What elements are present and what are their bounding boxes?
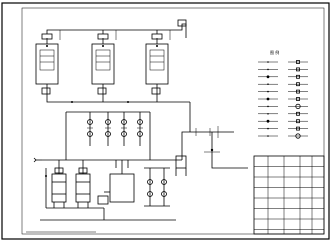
vessel-3 (145, 33, 169, 96)
legend-symbol (267, 135, 269, 137)
legend-row (258, 74, 308, 79)
valve-stack-4 (137, 112, 143, 146)
legend-symbol (267, 105, 269, 108)
pump-valve-2 (161, 168, 167, 206)
drawing-frame-inner (21, 7, 325, 235)
legend-symbol (267, 90, 269, 93)
legend-row (258, 82, 308, 87)
legend-row (258, 89, 308, 94)
legend-symbol (296, 119, 300, 124)
legend-row (258, 67, 308, 72)
vessel-2 (91, 33, 115, 96)
filter-unit-2 (75, 160, 91, 208)
legend: 图 例 (258, 49, 308, 139)
legend-row (258, 103, 308, 110)
drawing-frame-outer (1, 2, 330, 240)
legend-row (258, 119, 308, 124)
pump-valve-1 (147, 168, 153, 206)
middle-manifold (42, 102, 248, 176)
small-tank (175, 155, 187, 169)
vessel-group-top (35, 19, 190, 103)
valve-stack-1 (87, 112, 93, 146)
legend-symbol (266, 119, 270, 123)
collection-box (109, 173, 135, 203)
legend-heading: 图 例 (270, 49, 279, 55)
legend-row (258, 133, 308, 139)
bottom-equipment (33, 157, 176, 221)
filter-unit-1 (51, 160, 67, 208)
legend-symbol (296, 82, 300, 87)
right-branch-pipe (181, 131, 234, 160)
legend-symbol (296, 111, 300, 116)
legend-symbol (267, 113, 269, 115)
legend-symbol (295, 103, 301, 110)
valve-stack-2 (105, 112, 111, 146)
legend-symbol (296, 97, 300, 101)
legend-symbol (266, 75, 270, 79)
top-header-pipe (46, 23, 187, 38)
legend-symbol (296, 74, 300, 79)
legend-symbol (295, 133, 301, 139)
legend-symbol (296, 89, 300, 94)
legend-symbol (267, 127, 269, 130)
valve-stack-3 (121, 112, 127, 146)
legend-symbol (296, 126, 300, 131)
vessel-1 (35, 33, 59, 96)
title-block (253, 155, 325, 235)
legend-row (258, 111, 308, 116)
legend-symbol (266, 97, 270, 101)
legend-symbol (267, 61, 269, 63)
legend-symbol (267, 83, 269, 85)
legend-row (258, 60, 308, 64)
legend-symbol (267, 68, 269, 71)
legend-row (258, 126, 308, 131)
legend-symbol (296, 60, 300, 64)
legend-row (258, 97, 308, 101)
legend-symbol (296, 67, 300, 72)
vessel-collector-pipe (46, 96, 190, 103)
